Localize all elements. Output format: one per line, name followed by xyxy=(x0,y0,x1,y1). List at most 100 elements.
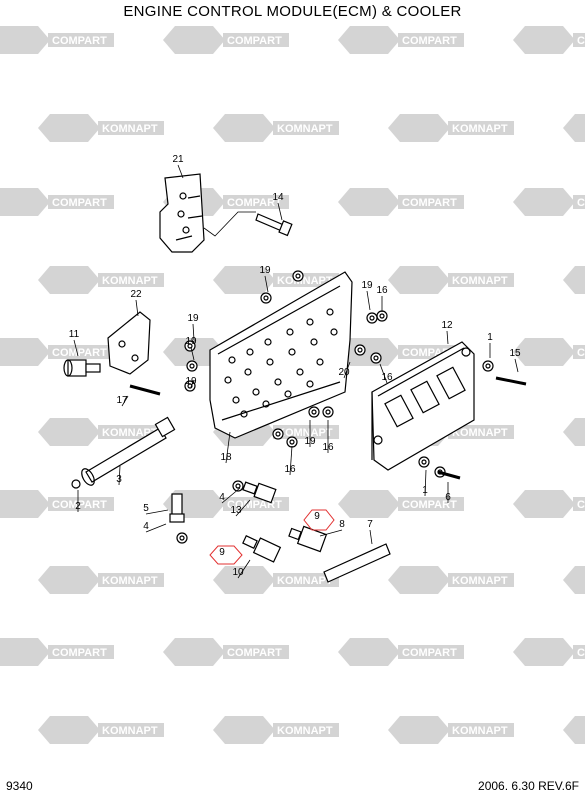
watermark-text: COMPART xyxy=(577,647,585,659)
watermark-text: KOMNAPT xyxy=(102,575,158,587)
fastener-hole xyxy=(373,355,379,361)
callout-c18: 18 xyxy=(220,452,232,463)
fastener xyxy=(186,360,198,372)
watermark-tile: COMPART xyxy=(0,26,114,54)
fastener xyxy=(376,310,388,322)
watermark-tile: KOMNAPT xyxy=(213,716,339,744)
watermark-tile: COMPART xyxy=(163,188,289,216)
leader-line xyxy=(379,363,388,384)
watermark-text: KOMNAPT xyxy=(102,123,158,135)
watermark-text: KOMNAPT xyxy=(277,575,333,587)
callout-c1a: 1 xyxy=(487,332,493,343)
watermark-text: KOMNAPT xyxy=(452,725,508,737)
fastener-hole xyxy=(263,295,269,301)
bracket-21 xyxy=(159,173,256,253)
watermark-tile: KOMNAPT xyxy=(563,566,585,594)
leader-line xyxy=(190,379,195,388)
sensor-10 xyxy=(242,535,282,563)
leader-line xyxy=(237,559,251,579)
leader-line xyxy=(446,330,449,345)
sensor-5 xyxy=(169,493,185,523)
leader-line xyxy=(221,487,241,504)
bolt-14 xyxy=(255,213,293,237)
fastener-hole xyxy=(289,439,295,445)
fastener xyxy=(482,360,494,372)
callout-c19b: 19 xyxy=(361,280,373,291)
watermark-text: KOMNAPT xyxy=(452,575,508,587)
page-code: 9340 xyxy=(6,779,33,793)
callout-c19e: 19 xyxy=(185,376,197,387)
plate-hole xyxy=(316,358,324,366)
watermark-text: KOMNAPT xyxy=(452,427,508,439)
watermark-text: COMPART xyxy=(52,499,107,511)
callout-c4a: 4 xyxy=(219,492,225,503)
plate-hole xyxy=(246,348,254,356)
fastener-hole xyxy=(295,273,301,279)
watermark-tile: COMPART xyxy=(0,188,114,216)
label-strip-7 xyxy=(323,543,391,583)
callout-c21a: 21 xyxy=(172,154,184,165)
watermark-tile: KOMNAPT xyxy=(563,114,585,142)
fastener xyxy=(292,270,304,282)
leader-line xyxy=(121,395,129,407)
fastener xyxy=(354,344,366,356)
leader-line xyxy=(135,299,139,317)
watermark-tile: KOMNAPT xyxy=(388,266,514,294)
watermark-tile: KOMNAPT xyxy=(38,114,164,142)
callout-c12: 12 xyxy=(441,320,453,331)
callout-c20: 20 xyxy=(338,367,350,378)
leader-line xyxy=(277,202,283,221)
fastener-hole xyxy=(357,347,363,353)
callout-c17: 17 xyxy=(116,395,128,406)
fastener-hole xyxy=(187,343,193,349)
watermark-text: COMPART xyxy=(577,197,585,209)
watermark-text: KOMNAPT xyxy=(452,275,508,287)
revision-date: 2006. 6.30 REV.6F xyxy=(478,779,579,793)
callout-c2: 2 xyxy=(75,501,81,512)
watermark-text: KOMNAPT xyxy=(452,123,508,135)
fastener xyxy=(272,428,284,440)
watermark-text: KOMNAPT xyxy=(277,427,333,439)
leader-line xyxy=(192,323,195,341)
leader-line xyxy=(145,509,169,515)
watermark-text: COMPART xyxy=(577,499,585,511)
leader-line xyxy=(289,445,293,476)
plate-hole xyxy=(310,338,318,346)
leader-line xyxy=(73,339,79,357)
watermark-text: KOMNAPT xyxy=(102,427,158,439)
watermark-text: COMPART xyxy=(577,347,585,359)
plate-hole xyxy=(306,380,314,388)
watermark-tile: COMPART xyxy=(513,26,585,54)
fastener xyxy=(366,312,378,324)
sensor-8 xyxy=(288,525,328,553)
watermark-layer: COMPART COMPART COMPART COMPART KOMNAPT KOMNA… xyxy=(0,26,585,744)
plate-hole xyxy=(252,388,260,396)
fastener xyxy=(176,532,188,544)
watermark-text: COMPART xyxy=(402,647,457,659)
watermark-tile: KOMNAPT xyxy=(388,566,514,594)
plate-hole xyxy=(224,376,232,384)
fastener xyxy=(308,406,320,418)
watermark-text: KOMNAPT xyxy=(102,725,158,737)
leader-line xyxy=(343,361,351,379)
leader-line xyxy=(319,529,343,537)
fastener xyxy=(184,340,196,352)
watermark-tile: KOMNAPT xyxy=(563,418,585,446)
bolt xyxy=(129,384,161,396)
bolt xyxy=(495,376,527,386)
watermark-tile: COMPART xyxy=(163,26,289,54)
watermark-tile: KOMNAPT xyxy=(213,266,339,294)
callout-c14: 14 xyxy=(272,192,284,203)
fastener xyxy=(286,436,298,448)
watermark-tile: COMPART xyxy=(513,638,585,666)
leader-line xyxy=(366,290,371,311)
plate-hole xyxy=(232,396,240,404)
plate-hole xyxy=(330,328,338,336)
fastener-hole xyxy=(421,459,427,465)
cooler-tube-3 xyxy=(71,416,176,489)
plate-hole xyxy=(284,390,292,398)
red-hex-marker xyxy=(303,509,335,531)
plate-hole xyxy=(262,400,270,408)
fastener-hole xyxy=(311,409,317,415)
watermark-tile: KOMNAPT xyxy=(38,716,164,744)
